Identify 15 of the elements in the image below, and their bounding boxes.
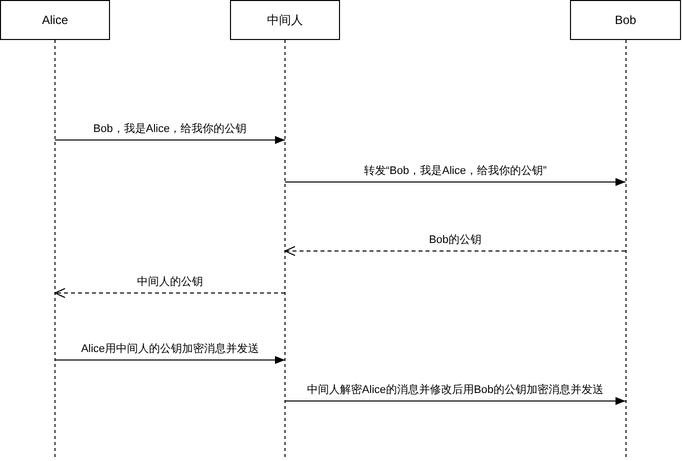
message-arrow xyxy=(284,178,626,186)
participant-name: 中间人 xyxy=(267,12,303,28)
message-label: 中间人的公钥 xyxy=(135,276,205,289)
message-label: Bob，我是Alice，给我你的公钥 xyxy=(91,123,249,136)
message-label: Alice用中间人的公钥加密消息并发送 xyxy=(79,343,261,356)
message-label: 转发“Bob，我是Alice，给我你的公钥” xyxy=(362,165,549,178)
message-arrow xyxy=(284,397,626,405)
participant-name: Bob xyxy=(614,13,636,27)
reply-arrow xyxy=(54,288,286,298)
message-label: 中间人解密Alice的消息并修改后用Bob的公钥加密消息并发送 xyxy=(305,384,606,397)
message-arrow xyxy=(54,136,286,144)
message-label: Bob的公钥 xyxy=(426,234,484,247)
message-arrow xyxy=(54,356,286,364)
participant-name: Alice xyxy=(42,13,68,27)
reply-arrow xyxy=(284,246,626,256)
